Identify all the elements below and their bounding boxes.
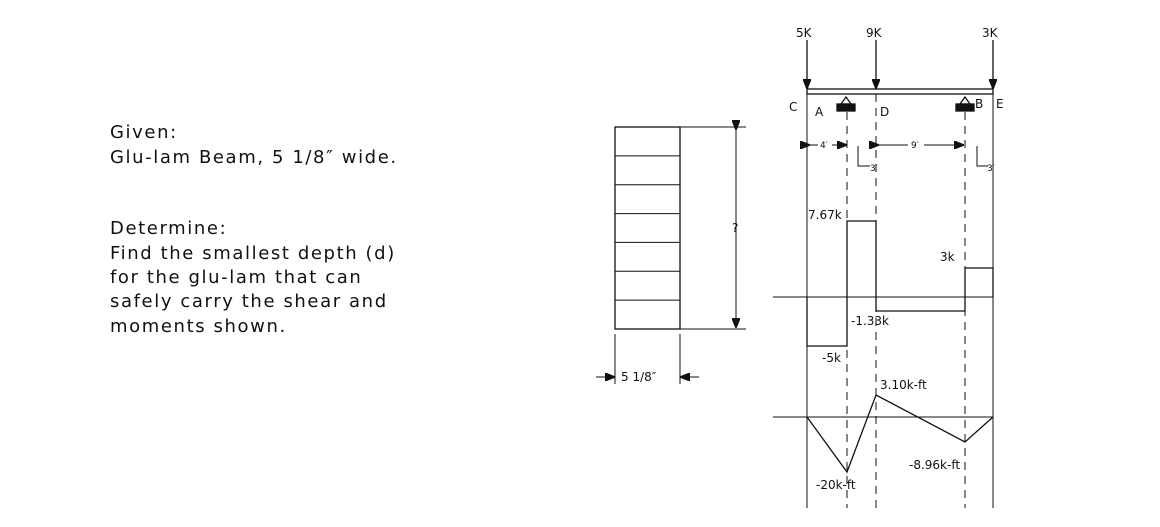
determine-heading: Determine: [110,218,227,239]
section-outline [614,126,681,330]
beam [806,88,994,95]
load-label-e: 3K [982,26,999,40]
span-label-db: 9′ [911,141,919,151]
shear-label-b: 3k [940,250,955,264]
problem-statement: Given: Glu-lam Beam, 5 1/8″ wide. Determ… [110,122,398,337]
given-text: Glu-lam Beam, 5 1/8″ wide. [110,147,398,168]
load-label-d: 9K [866,26,883,40]
point-label-b: B [975,97,983,111]
load-label-c: 5K [796,26,813,40]
span-label-ca: 3′ [870,164,878,174]
shear-label-d: -1.33k [851,314,889,328]
point-label-a: A [815,105,824,119]
determine-line-3: safely carry the shear and [110,291,388,312]
shear-label-c: -5k [822,351,841,365]
shear-curve [806,220,994,347]
point-label-c: C [789,100,797,114]
moment-label-a: -20k-ft [816,478,856,492]
given-heading: Given: [110,122,178,143]
moment-label-b: -8.96k-ft [909,458,960,472]
shear-diagram: 7.67k 3k -1.33k -5k [773,208,994,365]
shear-label-a: 7.67k [808,208,842,222]
span-label-ad: 4′ [820,141,828,151]
glulam-cross-section: ? 5 1/8″ [596,127,746,384]
lamination-lines [615,155,680,301]
determine-line-4: moments shown. [110,316,287,337]
point-label-d: D [880,105,889,119]
moment-curve [806,394,994,474]
support-b [955,95,975,112]
determine-line-2: for the glu-lam that can [110,267,362,288]
moment-diagram: 3.10k-ft -8.96k-ft -20k-ft [773,378,994,492]
leader-ca [857,146,870,167]
point-label-e: E [996,97,1004,111]
span-label-be: 3′ [987,164,995,174]
support-a [836,95,856,112]
moment-label-d: 3.10k-ft [880,378,927,392]
depth-label: ? [732,221,738,235]
width-label: 5 1/8″ [621,370,657,384]
determine-line-1: Find the smallest depth (d) [110,243,396,264]
leader-be [976,146,988,167]
